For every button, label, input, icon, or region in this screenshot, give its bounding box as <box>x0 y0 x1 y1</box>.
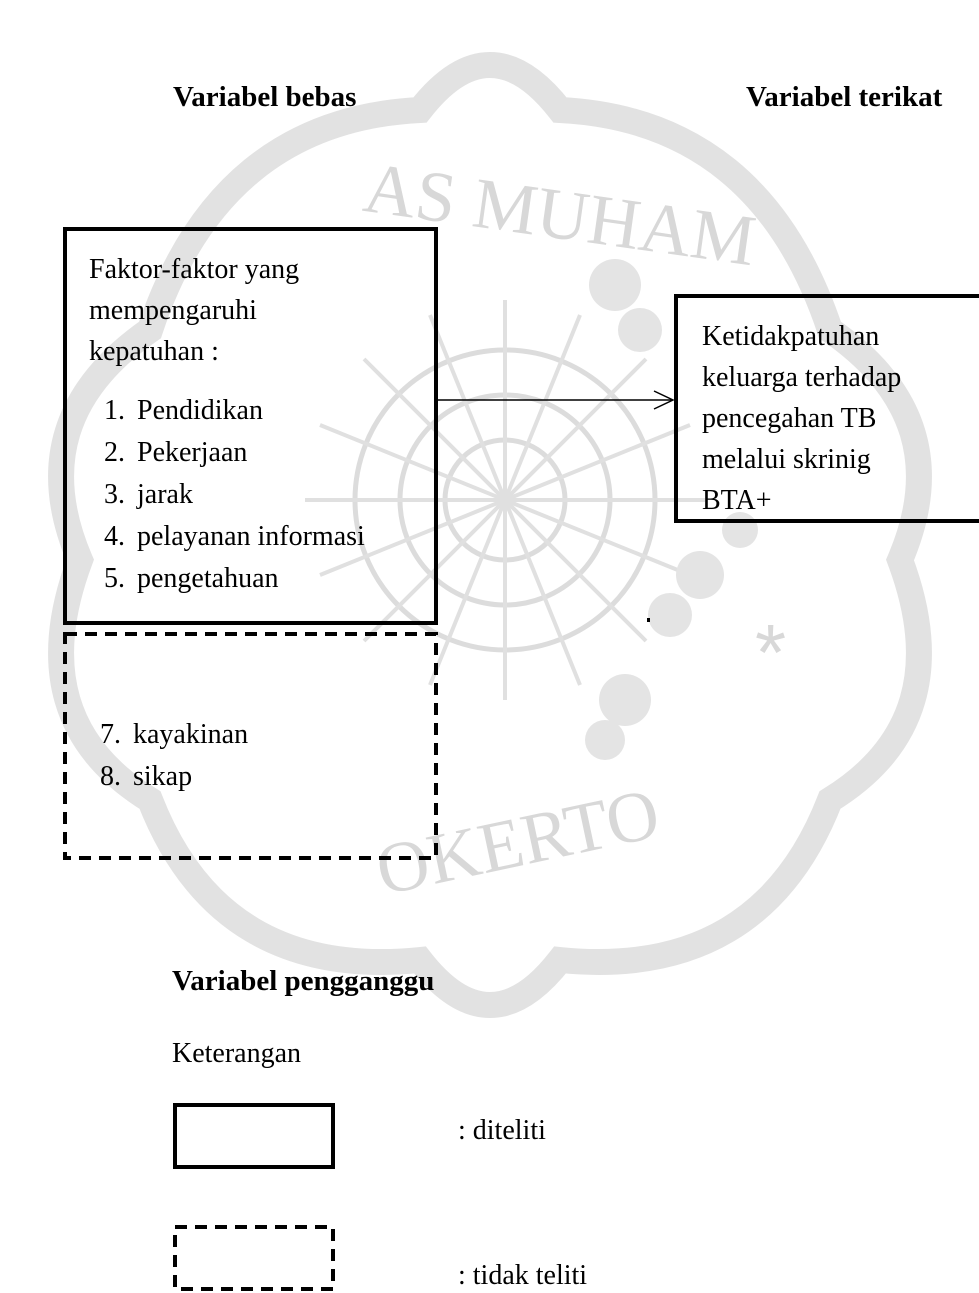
legend-title: Keterangan <box>172 1038 302 1069</box>
list-item-label: Pendidikan <box>137 395 263 426</box>
list-item: 5. pengetahuan <box>81 558 434 600</box>
dependent-line-5: BTA+ <box>702 485 772 516</box>
list-item-label: Pekerjaan <box>137 437 248 468</box>
list-item-label: kayakinan <box>133 719 249 750</box>
stray-dot <box>647 618 650 622</box>
list-item-number: 2. <box>104 437 125 468</box>
list-item: 2. Pekerjaan <box>81 432 434 474</box>
list-item-label: pengetahuan <box>137 563 279 594</box>
confounding-factor-list: 7. kayakinan 8. sikap <box>77 714 438 798</box>
list-item-number: 1. <box>104 395 125 426</box>
confounding-variable-heading: Variabel pengganggu <box>172 965 435 997</box>
list-item: 1. Pendidikan <box>81 390 434 432</box>
list-item-label: sikap <box>133 761 193 792</box>
dependent-variable-box: Ketidakpatuhan keluarga terhadap pencega… <box>674 294 979 523</box>
dependent-line-4: melalui skrinig <box>702 444 871 475</box>
legend-solid-label: : diteliti <box>458 1115 546 1146</box>
watermark-star: * <box>755 608 786 697</box>
list-item: 7. kayakinan <box>77 714 438 756</box>
independent-intro-line-1: Faktor-faktor yang <box>89 254 300 285</box>
legend-solid-box <box>173 1103 335 1169</box>
legend-dashed-label: : tidak teliti <box>458 1260 588 1291</box>
independent-variable-heading: Variabel bebas <box>173 81 357 113</box>
list-item-number: 3. <box>104 479 125 510</box>
list-item: 4. pelayanan informasi <box>81 516 434 558</box>
dependent-line-1: Ketidakpatuhan <box>702 321 880 352</box>
list-item: 3. jarak <box>81 474 434 516</box>
arrow-head-icon <box>653 390 675 410</box>
list-item: 8. sikap <box>77 756 438 798</box>
independent-intro-line-2: mempengaruhi <box>89 295 257 326</box>
independent-intro-line-3: kepatuhan : <box>89 336 219 367</box>
list-item-label: jarak <box>137 479 193 510</box>
list-item-number: 8. <box>100 761 121 792</box>
dependent-line-2: keluarga terhadap <box>702 362 902 393</box>
confounding-variable-box: 7. kayakinan 8. sikap <box>63 632 438 860</box>
list-item-number: 5. <box>104 563 125 594</box>
independent-variable-box: Faktor-faktor yang mempengaruhi kepatuha… <box>63 227 438 625</box>
dependent-variable-heading: Variabel terikat <box>746 81 943 113</box>
dependent-line-3: pencegahan TB <box>702 403 877 434</box>
list-item-number: 7. <box>100 719 121 750</box>
independent-factor-list: 1. Pendidikan 2. Pekerjaan 3. jarak 4. pelay… <box>81 390 434 600</box>
legend-dashed-box <box>173 1225 335 1291</box>
list-item-number: 4. <box>104 521 125 552</box>
list-item-label: pelayanan informasi <box>137 521 365 552</box>
